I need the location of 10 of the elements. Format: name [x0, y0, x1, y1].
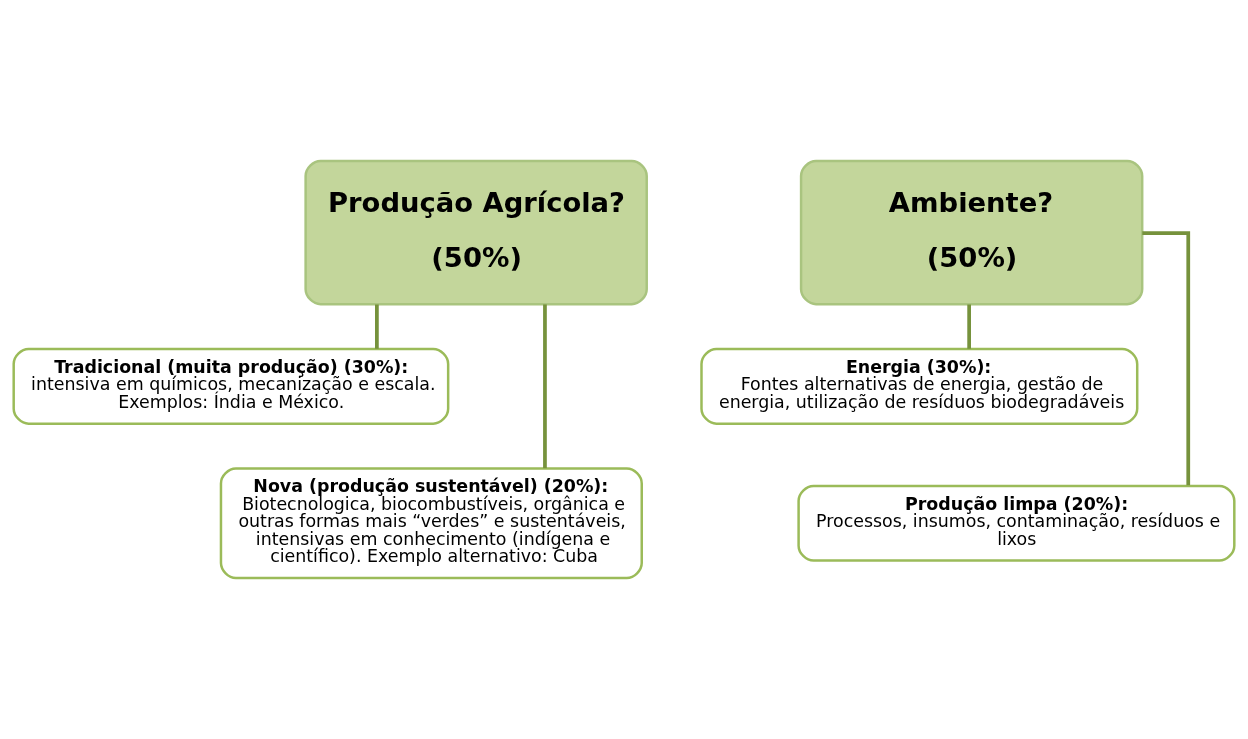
node-box: Ambiente? (50%) — [799, 159, 1144, 306]
node-box: Produção limpa (20%): Processos, insumos, contaminação, resíduos e lixos — [797, 484, 1236, 562]
connector — [967, 304, 971, 349]
node-box: Tradicional (muita produção) (30%): intensiva em químicos, mecanização e escala. Exemplos: Índia e México. — [12, 347, 450, 425]
connector — [1142, 231, 1191, 486]
node-box: Energia (30%): Fontes alternativas de energia, gestão de energia, utilização de resíduos biodegradáveis — [700, 347, 1139, 425]
connector — [543, 304, 547, 469]
node-box: Produção Agrícola? (50%) — [304, 159, 648, 306]
node-box: Nova (produção sustentável) (20%): Biotecnologica, biocombustíveis, orgânica e outras formas mais “verdes” e sustentáveis, intensivas em conhecimento (indígena e científico). Exemplo alternativo: Cuba — [219, 467, 643, 580]
connector — [375, 304, 379, 349]
